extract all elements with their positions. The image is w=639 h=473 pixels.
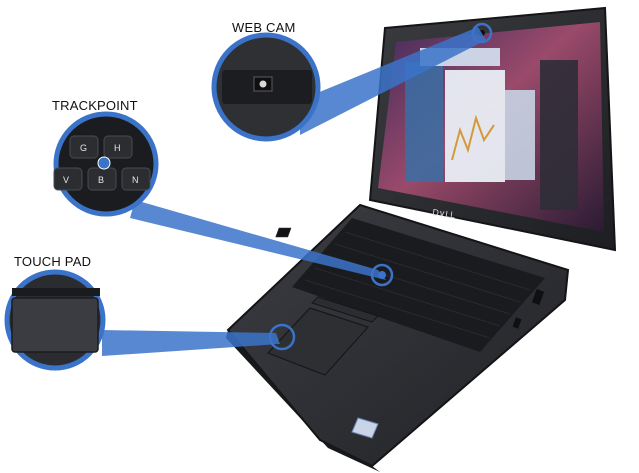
trackpoint-callout: G H V B N: [53, 111, 159, 217]
trackpoint-beam: [130, 200, 386, 280]
key-g: G: [80, 143, 87, 153]
touchpad-beam: [102, 330, 280, 356]
chart-window: [505, 90, 535, 180]
touchpad-callout: [4, 269, 106, 371]
intel-sticker-icon: [351, 417, 379, 439]
webcam-label: WEB CAM: [232, 20, 296, 35]
music-app-window: [540, 60, 578, 210]
key-v: V: [63, 175, 69, 185]
laptop-lid: D∨LL: [368, 6, 617, 252]
webcam-callout: [211, 32, 321, 142]
start-menu-panel: [405, 62, 443, 182]
key-n: N: [132, 175, 139, 185]
trackpoint-nub-icon: [97, 156, 111, 170]
port-vga: [531, 289, 545, 305]
touchpad-label: TOUCH PAD: [14, 254, 92, 269]
key-b: B: [98, 175, 104, 185]
webcam-icon: [259, 80, 267, 88]
webcam-beam: [300, 27, 486, 135]
key-h: H: [114, 143, 121, 153]
touchpad-closeup-icon: [11, 297, 99, 353]
screen-chart-line: [451, 114, 495, 161]
trackpoint-label: TRACKPOINT: [52, 98, 138, 113]
trackpad-buttons: [311, 296, 379, 323]
callout-beams: [102, 27, 486, 356]
touchpad-icon: [266, 307, 370, 376]
keyboard-keys: [275, 227, 292, 238]
dell-logo-icon: D∨LL: [432, 207, 456, 220]
port-usb: [512, 317, 522, 329]
